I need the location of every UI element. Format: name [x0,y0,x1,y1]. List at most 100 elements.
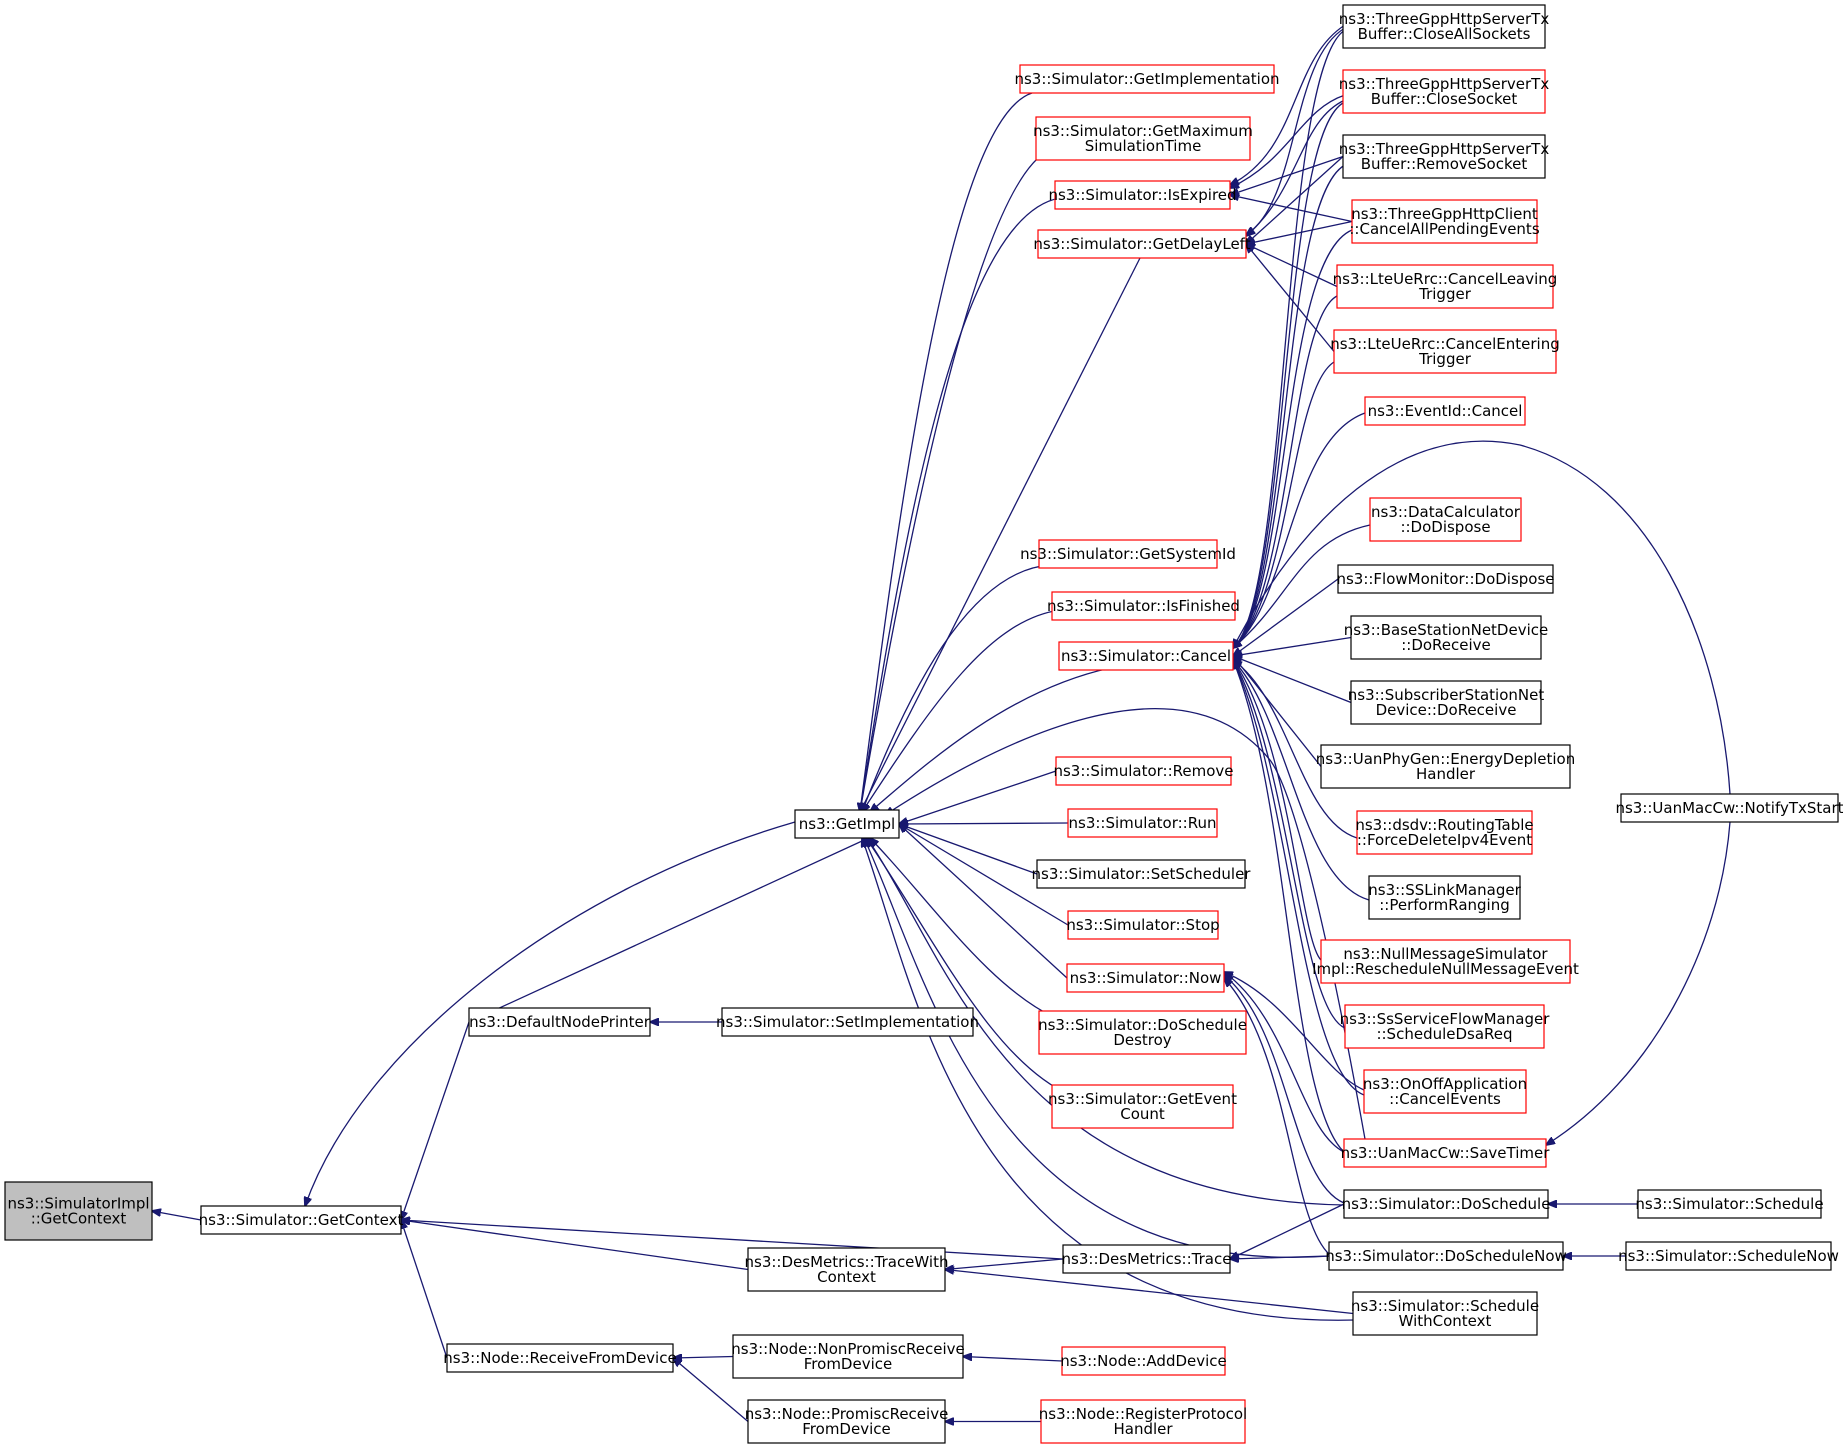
node-box[interactable] [1035,116,1251,161]
node-box[interactable] [1364,396,1526,426]
node-box[interactable] [1066,963,1225,993]
node-n32[interactable]: ns3::EventId::Cancel [1364,396,1526,426]
node-n5[interactable]: ns3::GetImpl [794,809,900,839]
node-box[interactable] [1051,1084,1234,1129]
node-box[interactable] [1350,680,1542,725]
node-box[interactable] [1054,180,1231,210]
node-box[interactable] [794,809,900,839]
node-box[interactable] [1051,591,1236,621]
node-box[interactable] [721,1007,974,1037]
node-box[interactable] [1344,1004,1545,1049]
node-box[interactable] [200,1205,402,1235]
node-box[interactable] [1067,808,1218,838]
node-box[interactable] [446,1343,674,1373]
node-n44[interactable]: ns3::Simulator::DoSchedule [1342,1189,1551,1219]
node-n48[interactable]: ns3::Simulator::Schedule [1635,1189,1824,1219]
node-box[interactable] [1336,264,1554,309]
node-n3[interactable]: ns3::Node::ReceiveFromDevice [443,1343,677,1373]
node-n24[interactable]: ns3::Node::AddDevice [1060,1346,1227,1376]
node-n19[interactable]: ns3::Simulator::SetScheduler [1032,859,1252,889]
node-box[interactable] [1040,1399,1246,1444]
node-n35[interactable]: ns3::BaseStationNetDevice::DoReceive [1344,615,1548,660]
node-n20[interactable]: ns3::Simulator::Stop [1066,910,1220,940]
node-n15[interactable]: ns3::Simulator::IsFinished [1047,591,1240,621]
node-box[interactable] [1350,615,1542,660]
node-n40[interactable]: ns3::NullMessageSimulatorImpl::Reschedul… [1312,939,1579,984]
node-n16[interactable]: ns3::Simulator::Cancel [1058,641,1234,671]
node-n1[interactable]: ns3::Simulator::GetContext [199,1205,404,1235]
node-box[interactable] [1061,1346,1226,1376]
node-n33[interactable]: ns3::DataCalculator::DoDispose [1369,497,1522,542]
node-n49[interactable]: ns3::Simulator::ScheduleNow [1618,1241,1839,1271]
node-n18[interactable]: ns3::Simulator::Run [1067,808,1218,838]
node-box[interactable] [1369,497,1522,542]
node-box[interactable] [1328,1241,1564,1271]
node-box[interactable] [468,1007,651,1037]
node-n17[interactable]: ns3::Simulator::Remove [1053,756,1234,786]
node-n9[interactable]: ns3::DesMetrics::Trace [1062,1244,1232,1274]
node-box[interactable] [1352,1291,1538,1336]
node-n0[interactable]: ns3::SimulatorImpl::GetContext [4,1181,153,1241]
node-n26[interactable]: ns3::ThreeGppHttpServerTxBuffer::CloseAl… [1339,4,1550,49]
node-box[interactable] [1351,199,1538,244]
node-n47[interactable]: ns3::UanMacCw::NotifyTxStart [1615,793,1843,823]
node-box[interactable] [1343,1189,1549,1219]
node-box[interactable] [1055,756,1232,786]
node-box[interactable] [1062,1244,1231,1274]
node-box[interactable] [1620,793,1839,823]
node-box[interactable] [1342,134,1546,179]
node-n28[interactable]: ns3::ThreeGppHttpServerTxBuffer::RemoveS… [1339,134,1550,179]
node-box[interactable] [1356,810,1533,855]
node-box[interactable] [1337,564,1554,594]
node-box[interactable] [1320,744,1571,789]
node-box[interactable] [1019,64,1275,94]
node-n21[interactable]: ns3::Simulator::Now [1066,963,1225,993]
node-box[interactable] [1038,539,1218,569]
node-box[interactable] [1637,1189,1822,1219]
node-n38[interactable]: ns3::dsdv::RoutingTable::ForceDeleteIpv4… [1355,810,1534,855]
node-box[interactable] [1368,875,1521,920]
node-n27[interactable]: ns3::ThreeGppHttpServerTxBuffer::CloseSo… [1339,69,1550,114]
node-box[interactable] [1067,910,1219,940]
node-n43[interactable]: ns3::UanMacCw::SaveTimer [1341,1138,1551,1168]
node-n42[interactable]: ns3::OnOffApplication::CancelEvents [1363,1069,1527,1114]
node-box[interactable] [1343,1138,1547,1168]
node-box[interactable] [1342,4,1546,49]
node-n36[interactable]: ns3::SubscriberStationNetDevice::DoRecei… [1348,680,1545,725]
node-n29[interactable]: ns3::ThreeGppHttpClient::CancelAllPendin… [1349,199,1540,244]
node-box[interactable] [1037,229,1247,259]
node-n39[interactable]: ns3::SSLinkManager::PerformRanging [1368,875,1522,920]
node-box[interactable] [747,1399,946,1444]
node-n34[interactable]: ns3::FlowMonitor::DoDispose [1336,564,1555,594]
node-n10[interactable]: ns3::Simulator::GetImplementation [1014,64,1280,94]
node-n13[interactable]: ns3::Simulator::GetDelayLeft [1033,229,1251,259]
node-box[interactable] [732,1334,964,1379]
node-box[interactable] [747,1247,946,1292]
node-n45[interactable]: ns3::Simulator::DoScheduleNow [1325,1241,1567,1271]
node-box[interactable] [1038,1010,1247,1055]
node-n6[interactable]: ns3::Simulator::SetImplementation [716,1007,979,1037]
node-box[interactable] [1320,939,1571,984]
node-box[interactable] [1342,69,1546,114]
node-n2[interactable]: ns3::DefaultNodePrinter [468,1007,651,1037]
node-box[interactable] [1058,641,1234,671]
node-box[interactable] [4,1181,153,1241]
node-n12[interactable]: ns3::Simulator::IsExpired [1048,180,1237,210]
node-box[interactable] [1333,329,1557,374]
node-box[interactable] [1363,1069,1527,1114]
node-n14[interactable]: ns3::Simulator::GetSystemId [1020,539,1236,569]
node-box[interactable] [1036,859,1246,889]
node-box[interactable] [1625,1241,1832,1271]
node-n41[interactable]: ns3::SsServiceFlowManager::ScheduleDsaRe… [1340,1004,1551,1049]
